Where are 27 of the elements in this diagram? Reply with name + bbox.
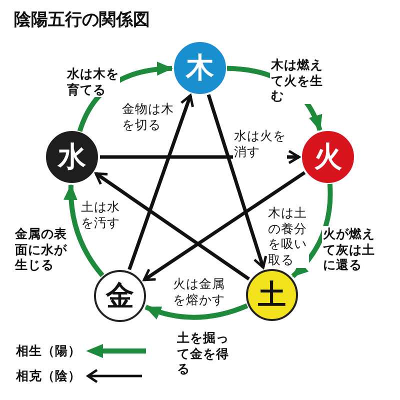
edge-label: 金物は木を切る: [121, 101, 175, 132]
edge-label: 水は火を消す: [233, 128, 287, 160]
diagram-title: 陰陽五行の関係図: [14, 9, 150, 31]
element-character: 火: [314, 143, 342, 171]
element-circle: [302, 131, 354, 183]
edge-label: 土は水を汚す: [80, 199, 122, 230]
legend-label: 相生（陽）: [16, 343, 81, 360]
element-circle: [174, 42, 226, 94]
edge-label: 金属の表面に水が生じる: [14, 226, 68, 273]
element-circle: [94, 270, 146, 322]
element-character: 木: [186, 54, 214, 82]
element-circle: [46, 131, 98, 183]
curved-arrow: [144, 303, 248, 320]
element-character: 水: [58, 143, 86, 171]
arrow: [142, 171, 306, 282]
arrow: [206, 94, 268, 269]
arrow: [128, 94, 194, 270]
curved-arrow: [291, 184, 333, 278]
element-circle: [246, 269, 298, 321]
legend-label: 相克（陰）: [16, 368, 81, 385]
curved-arrow: [64, 184, 104, 278]
edge-label: 木は土の養分を吸い取る: [267, 205, 308, 268]
edge-label: 水は木を育てる: [66, 66, 120, 98]
edge-label: 火は金属を熔かす: [172, 276, 226, 308]
element-character: 土: [258, 281, 286, 309]
arrow: [94, 172, 250, 281]
element-character: 金: [106, 282, 134, 310]
